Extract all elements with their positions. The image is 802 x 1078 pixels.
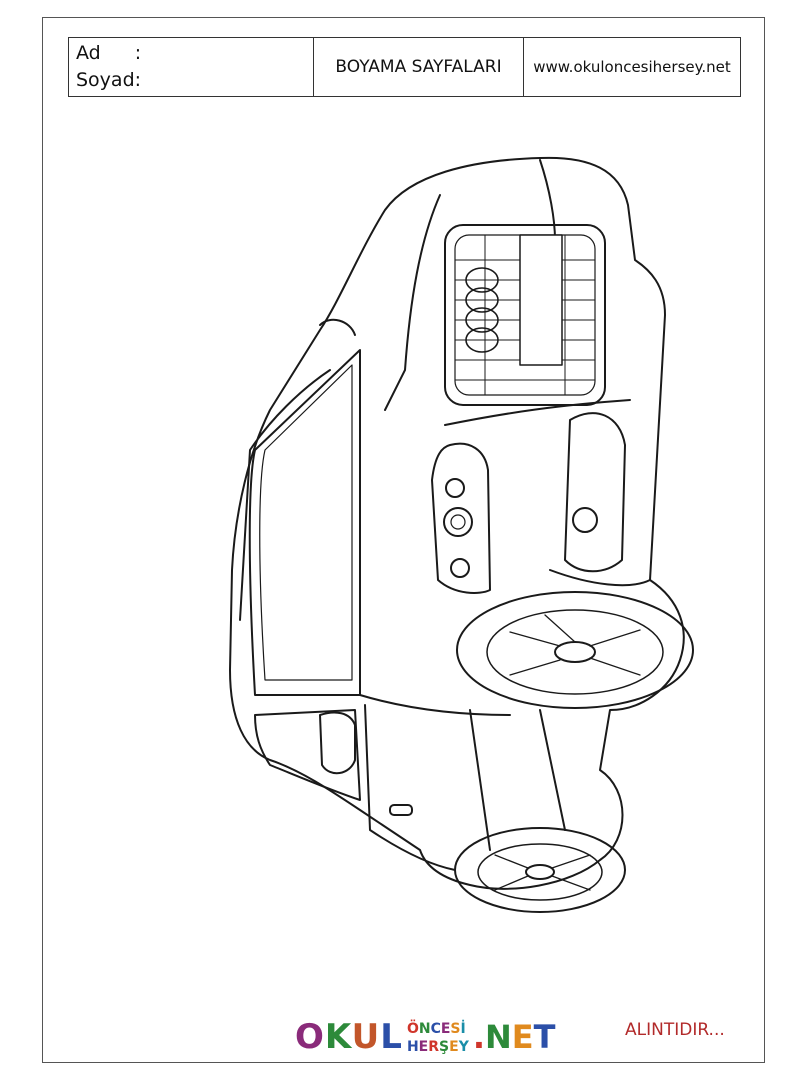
bumper-lower-line (549, 569, 651, 587)
lower-bumper-intake (564, 412, 626, 573)
logo-middle: ÖNCESİ HERŞEY (407, 1020, 469, 1056)
sill-line (469, 709, 491, 851)
headlight-lamp-1 (445, 478, 465, 498)
hood-line (384, 194, 441, 411)
name-colon: : (134, 42, 142, 64)
grille (444, 224, 606, 406)
site-logo: OKUL ÖNCESİ HERŞEY .NET (295, 1010, 555, 1056)
fog-light (572, 507, 598, 533)
headlight-lamp-2 (443, 507, 473, 537)
plate-area (519, 234, 563, 366)
name-label: Ad (76, 42, 101, 64)
bumper-line (444, 399, 631, 426)
website-cell: www.okuloncesihersey.net (524, 38, 740, 96)
page-title: BOYAMA SAYFALARI (335, 57, 502, 77)
door-handle (389, 804, 413, 816)
headlight-lamp-3 (450, 558, 470, 578)
side-crease (359, 694, 511, 716)
website-text: www.okuloncesihersey.net (533, 58, 731, 76)
title-cell: BOYAMA SAYFALARI (314, 38, 524, 96)
sill-line-2 (539, 709, 566, 831)
page-border (42, 17, 765, 1063)
logo-once: ÖNCESİ (406, 1021, 466, 1037)
rear-wheel-spokes (494, 854, 591, 891)
car-body-outline (229, 156, 685, 890)
logo-okul: OKUL (295, 1017, 403, 1057)
name-cell: Ad : Soyad: (69, 38, 314, 96)
ring-logo (465, 267, 499, 353)
windshield-inner (259, 364, 353, 681)
front-wheel-hub (554, 641, 596, 663)
credit-text: ALINTIDIR... (625, 1020, 725, 1040)
logo-net: .NET (472, 1018, 556, 1056)
surname-label: Soyad: (76, 69, 142, 91)
headlight-lamp-2-inner (450, 514, 466, 530)
door-line (364, 704, 456, 871)
rear-wheel-hub (525, 864, 555, 880)
rear-wheel-rim (477, 843, 603, 901)
car-drawing (229, 156, 694, 913)
logo-hersey: HERŞEY (406, 1039, 469, 1055)
windshield (248, 349, 361, 696)
side-mirror (319, 711, 356, 775)
front-wheel-rim (486, 609, 664, 695)
roof-rail (239, 369, 331, 621)
front-wheel (456, 591, 694, 709)
header-table: Ad : Soyad: BOYAMA SAYFALARI www.okulonc… (68, 37, 741, 97)
side-window (254, 709, 361, 801)
front-wheel-spokes (509, 614, 641, 676)
hood-crease (539, 159, 556, 241)
rear-mirror-top (319, 318, 356, 336)
headlight (431, 442, 491, 594)
